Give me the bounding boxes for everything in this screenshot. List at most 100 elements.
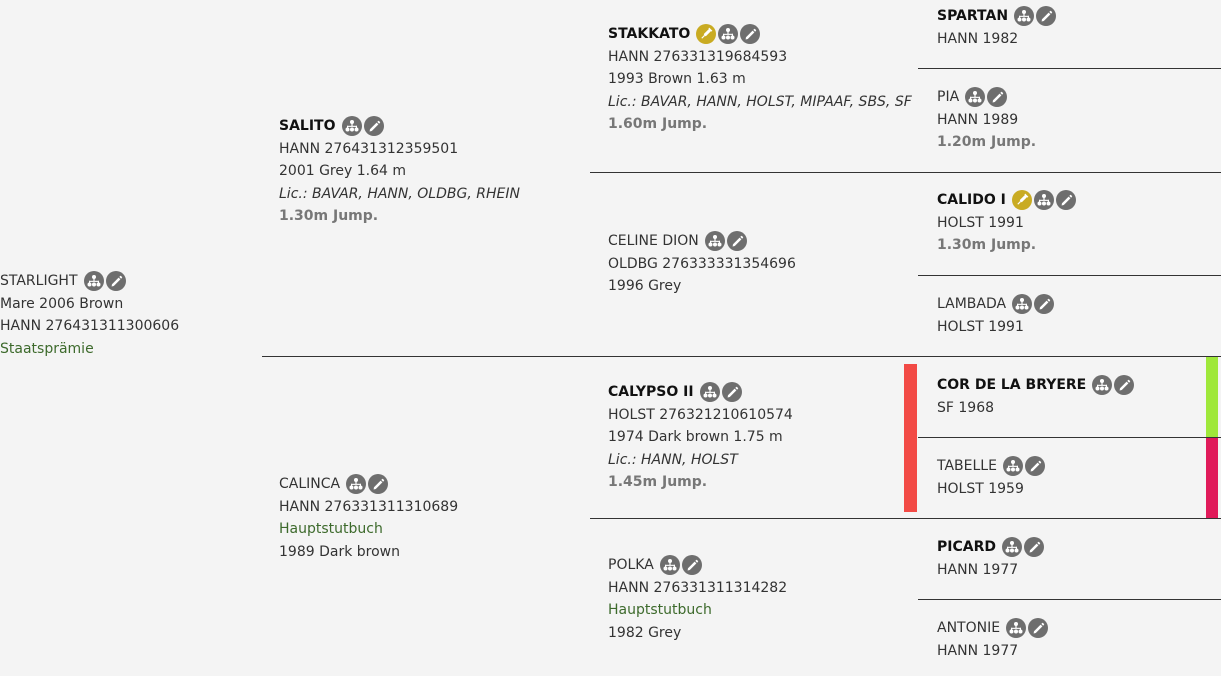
pedigree-icon[interactable] xyxy=(341,115,362,136)
edit-icon[interactable] xyxy=(1034,293,1055,314)
horse-license: Lic.: HANN, HOLST xyxy=(608,451,738,468)
horse-name[interactable]: TABELLE xyxy=(937,458,997,474)
horse-info: 1996 Grey xyxy=(608,278,682,295)
pedigree-icon[interactable] xyxy=(718,23,739,44)
horse-info: HOLST 1991 xyxy=(937,214,1024,231)
horse-card-picard: PICARD HANN 1977 xyxy=(937,536,1046,581)
horse-info: 1974 Dark brown 1.75 m xyxy=(608,429,783,446)
horse-performance: 1.45m Jump. xyxy=(608,474,708,491)
edit-icon[interactable] xyxy=(1055,189,1076,210)
horse-info: HOLST 1991 xyxy=(937,318,1024,335)
syringe-icon[interactable] xyxy=(1011,189,1032,210)
inbreeding-marker-calypso xyxy=(904,364,917,512)
separator-gen1 xyxy=(262,356,1221,357)
horse-card-starlight: STARLIGHT Mare 2006 Brown HANN 276431311… xyxy=(0,270,179,360)
horse-info: 1982 Grey xyxy=(608,624,682,641)
horse-license: Lic.: BAVAR, HANN, OLDBG, RHEIN xyxy=(279,185,520,202)
horse-card-pia: PIA HANN 1989 1.20m Jump. xyxy=(937,86,1036,154)
horse-registration: HANN 276331319684593 xyxy=(608,48,788,65)
separator-gen3-1 xyxy=(918,68,1221,69)
pedigree-icon[interactable] xyxy=(1006,617,1027,638)
horse-registration: HANN 276331311314282 xyxy=(608,579,788,596)
horse-registration: OLDBG 276333331354696 xyxy=(608,255,796,272)
horse-card-stakkato: STAKKATO HANN 276331319684593 1993 Brown… xyxy=(608,23,912,136)
horse-info: 2001 Grey 1.64 m xyxy=(279,163,406,180)
horse-info: 1993 Brown 1.63 m xyxy=(608,71,746,88)
pedigree-icon[interactable] xyxy=(346,473,367,494)
horse-info: SF 1968 xyxy=(937,399,995,416)
horse-name[interactable]: CALIDO I xyxy=(937,192,1006,208)
horse-name[interactable]: COR DE LA BRYERE xyxy=(937,377,1087,393)
horse-registration: HOLST 276321210610574 xyxy=(608,406,793,423)
horse-card-celine-dion: CELINE DION OLDBG 276333331354696 1996 G… xyxy=(608,230,796,298)
horse-card-lambada: LAMBADA HOLST 1991 xyxy=(937,293,1056,338)
separator-gen3-3 xyxy=(918,437,1221,438)
pedigree-icon[interactable] xyxy=(699,381,720,402)
horse-info: HANN 1977 xyxy=(937,642,1019,659)
pedigree-icon[interactable] xyxy=(704,230,725,251)
edit-icon[interactable] xyxy=(1024,455,1045,476)
horse-registration: HANN 276431311300606 xyxy=(0,318,180,335)
edit-icon[interactable] xyxy=(1028,617,1049,638)
horse-studbook: Hauptstutbuch xyxy=(279,521,383,538)
edit-icon[interactable] xyxy=(681,554,702,575)
edit-icon[interactable] xyxy=(1023,536,1044,557)
marker-tabelle xyxy=(1206,438,1218,518)
edit-icon[interactable] xyxy=(740,23,761,44)
separator-gen2-top xyxy=(590,172,1221,173)
edit-icon[interactable] xyxy=(1036,5,1057,26)
horse-performance: 1.30m Jump. xyxy=(279,208,379,225)
syringe-icon[interactable] xyxy=(696,23,717,44)
edit-icon[interactable] xyxy=(105,270,126,291)
horse-card-calypso-ii: CALYPSO II HOLST 276321210610574 1974 Da… xyxy=(608,381,793,494)
horse-name[interactable]: STAKKATO xyxy=(608,26,691,42)
marker-cor-de-la-bryere xyxy=(1206,357,1218,437)
edit-icon[interactable] xyxy=(363,115,384,136)
horse-name[interactable]: SALITO xyxy=(279,118,336,134)
horse-info: HOLST 1959 xyxy=(937,480,1024,497)
horse-info: 1989 Dark brown xyxy=(279,543,400,560)
horse-name[interactable]: CELINE DION xyxy=(608,233,699,249)
horse-registration: HANN 276331311310689 xyxy=(279,498,459,515)
horse-name[interactable]: PICARD xyxy=(937,539,996,555)
horse-card-cor-de-la-bryere: COR DE LA BRYERE SF 1968 xyxy=(937,374,1136,419)
separator-gen3-2 xyxy=(918,275,1221,276)
horse-registration: HANN 276431312359501 xyxy=(279,140,459,157)
pedigree-icon[interactable] xyxy=(1012,293,1033,314)
horse-card-salito: SALITO HANN 276431312359501 2001 Grey 1.… xyxy=(279,115,520,228)
pedigree-icon[interactable] xyxy=(1014,5,1035,26)
pedigree-icon[interactable] xyxy=(1092,374,1113,395)
horse-name[interactable]: LAMBADA xyxy=(937,296,1007,312)
horse-name[interactable]: CALYPSO II xyxy=(608,384,694,400)
horse-info: Mare 2006 Brown xyxy=(0,295,124,312)
horse-info: HANN 1982 xyxy=(937,30,1019,47)
pedigree-icon[interactable] xyxy=(83,270,104,291)
horse-info: HANN 1977 xyxy=(937,561,1019,578)
edit-icon[interactable] xyxy=(368,473,389,494)
pedigree-icon[interactable] xyxy=(659,554,680,575)
horse-card-tabelle: TABELLE HOLST 1959 xyxy=(937,455,1047,500)
horse-performance: 1.30m Jump. xyxy=(937,237,1037,254)
horse-name[interactable]: STARLIGHT xyxy=(0,273,78,289)
edit-icon[interactable] xyxy=(721,381,742,402)
horse-info: HANN 1989 xyxy=(937,111,1019,128)
pedigree-icon[interactable] xyxy=(1001,536,1022,557)
edit-icon[interactable] xyxy=(1114,374,1135,395)
horse-card-polka: POLKA HANN 276331311314282 Hauptstutbuch… xyxy=(608,554,787,644)
horse-card-calido-i: CALIDO I HOLST 1991 1.30m Jump. xyxy=(937,189,1078,257)
horse-performance: 1.60m Jump. xyxy=(608,116,708,133)
pedigree-icon[interactable] xyxy=(965,86,986,107)
horse-license: Lic.: BAVAR, HANN, HOLST, MIPAAF, SBS, S… xyxy=(608,93,912,110)
horse-name[interactable]: POLKA xyxy=(608,557,654,573)
horse-name[interactable]: PIA xyxy=(937,89,960,105)
edit-icon[interactable] xyxy=(726,230,747,251)
horse-name[interactable]: ANTONIE xyxy=(937,620,1001,636)
edit-icon[interactable] xyxy=(987,86,1008,107)
pedigree-icon[interactable] xyxy=(1002,455,1023,476)
horse-name[interactable]: SPARTAN xyxy=(937,8,1009,24)
pedigree-icon[interactable] xyxy=(1033,189,1054,210)
separator-gen2-bottom xyxy=(590,518,1221,519)
horse-studbook: Hauptstutbuch xyxy=(608,602,712,619)
separator-gen3-4 xyxy=(918,599,1221,600)
horse-name[interactable]: CALINCA xyxy=(279,476,341,492)
